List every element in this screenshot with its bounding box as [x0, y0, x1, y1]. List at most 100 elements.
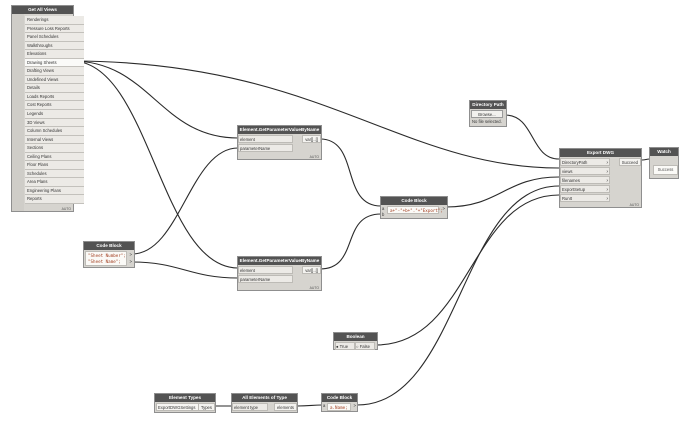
chevron-right-icon: › — [606, 160, 608, 166]
get-parameter-top-node[interactable]: Element.GetParameterValueByName element … — [237, 125, 322, 160]
output-port-1[interactable]: > — [129, 252, 132, 257]
wire-dir-to-export — [504, 114, 560, 160]
node-footer: AUTO — [309, 155, 319, 159]
view-type-item[interactable]: Area Plans — [25, 178, 84, 187]
output-port[interactable]: > — [442, 206, 445, 211]
input-b-port[interactable]: b — [382, 212, 385, 217]
boolean-node[interactable]: Boolean ● True ○ False — [333, 332, 378, 350]
output-elements[interactable]: elements — [274, 403, 297, 411]
wire-param-bottom-to-code-b — [319, 213, 382, 270]
true-radio[interactable]: ● True — [335, 342, 355, 350]
watch-value: Success — [653, 165, 678, 175]
port-label: RunIt — [562, 196, 573, 201]
radio-label: False — [359, 344, 370, 349]
view-type-item[interactable]: Undefined Views — [25, 75, 84, 85]
directory-path-node[interactable]: Directory Path Browse... No file selecte… — [469, 100, 507, 127]
view-type-item[interactable]: Column Schedules — [25, 127, 84, 136]
view-type-item[interactable]: Engineering Plans — [25, 186, 84, 196]
view-type-item[interactable]: Details — [25, 84, 84, 93]
node-title: Element.GetParameterValueByName — [238, 257, 321, 265]
wire-code-to-export-filenames — [445, 176, 560, 208]
view-type-item[interactable]: Legends — [25, 110, 84, 119]
wire-code-to-param-top — [131, 147, 239, 255]
view-type-item[interactable]: Walkthroughs — [25, 41, 84, 51]
view-type-item[interactable]: Schedules — [25, 169, 84, 179]
port-label: DirectoryPath — [562, 160, 588, 165]
browse-button[interactable]: Browse... — [471, 110, 503, 118]
radio-empty-icon: ○ — [356, 344, 359, 349]
view-type-item[interactable]: Sections — [25, 144, 84, 153]
chevron-right-icon: › — [606, 196, 608, 202]
node-left-strip — [12, 14, 24, 211]
view-type-item[interactable]: Internal Views — [25, 135, 84, 145]
output-succeed[interactable]: Succeed — [618, 158, 641, 166]
output-types[interactable]: Types — [197, 403, 215, 411]
output-port-2[interactable]: > — [129, 259, 132, 264]
view-type-item[interactable]: Pressure Loss Reports — [25, 24, 84, 34]
node-title: Watch — [650, 148, 678, 156]
view-type-item[interactable]: Reports — [25, 195, 84, 205]
input-element-type[interactable]: element type — [232, 403, 268, 411]
input-parameter-name[interactable]: parameterName — [238, 144, 293, 152]
false-radio[interactable]: ○ False — [355, 342, 375, 350]
view-type-item[interactable]: Floor Plans — [25, 161, 84, 170]
code-block-parameter-names-node[interactable]: Code Block "Sheet Number"; "Sheet Name";… — [83, 241, 135, 268]
code-block-name-node[interactable]: Code Block a a.Name; > — [321, 393, 358, 412]
chevron-right-icon: › — [606, 187, 608, 193]
input-parameter-name[interactable]: parameterName — [238, 275, 293, 283]
input-element[interactable]: element — [238, 266, 293, 274]
output-port[interactable]: > — [353, 403, 356, 408]
node-title: Boolean — [334, 333, 377, 341]
node-footer: AUTO — [61, 207, 71, 211]
view-type-item[interactable]: Drawing Sheets — [25, 58, 84, 68]
node-footer: AUTO — [309, 286, 319, 290]
node-title: Code Block — [381, 197, 447, 205]
wire-param-top-to-code-a — [319, 138, 382, 207]
node-title: Element.GetParameterValueByName — [238, 126, 321, 134]
port-label: views — [562, 169, 573, 174]
code-block-filename-node[interactable]: Code Block a b a+"-"+b+"."+"Export"; > — [380, 196, 448, 219]
view-type-item[interactable]: Renderings — [25, 16, 84, 25]
view-type-item[interactable]: Cost Reports — [25, 101, 84, 111]
output-value[interactable]: var[]..[] — [302, 135, 321, 143]
element-type-dropdown[interactable]: ExportDWGSettings — [156, 403, 200, 411]
watch-node[interactable]: Watch Success — [649, 147, 679, 179]
view-type-item[interactable]: Drafting Views — [25, 67, 84, 76]
input-a-port[interactable]: a — [323, 403, 326, 408]
all-elements-of-type-node[interactable]: All Elements of Type element type elemen… — [231, 393, 298, 413]
wire-all-to-codebottom — [296, 404, 323, 407]
node-title: All Elements of Type — [232, 394, 297, 402]
port-label: filenames — [562, 178, 580, 183]
node-title: Element Types — [155, 394, 215, 402]
wire-sheets-to-param-bottom — [71, 60, 239, 269]
view-type-item[interactable]: Panel Schedules — [25, 33, 84, 42]
code-editor[interactable]: a+"-"+b+"."+"Export"; — [387, 206, 443, 214]
output-value[interactable]: var[]..[] — [302, 266, 321, 274]
node-title: Directory Path — [470, 101, 506, 109]
input-directory-path[interactable]: DirectoryPath › — [560, 158, 610, 166]
input-filenames[interactable]: filenames› — [560, 176, 610, 184]
view-type-item[interactable]: Ceiling Plans — [25, 152, 84, 162]
input-element[interactable]: element — [238, 135, 293, 143]
input-export-setup[interactable]: ExportSetup › — [560, 185, 610, 193]
input-a-port[interactable]: a — [382, 206, 385, 211]
port-label: ExportSetup — [562, 187, 586, 192]
node-title: Get All Views — [12, 6, 73, 14]
input-run-it[interactable]: RunIt › — [560, 194, 610, 202]
input-views[interactable]: views› — [560, 167, 610, 175]
node-title: Code Block — [84, 242, 134, 250]
view-type-item[interactable]: Loads Reports — [25, 92, 84, 102]
wire-sheets-to-param-top — [71, 60, 239, 139]
code-line-2: "Sheet Name"; — [88, 259, 121, 264]
element-types-node[interactable]: Element Types ExportDWGSettings Types — [154, 393, 216, 413]
view-type-item[interactable]: 3D Views — [25, 118, 84, 128]
get-parameter-bottom-node[interactable]: Element.GetParameterValueByName element … — [237, 256, 322, 291]
node-footer: AUTO — [629, 203, 639, 207]
code-editor[interactable]: "Sheet Number"; "Sheet Name"; — [85, 251, 127, 266]
radio-selected-icon: ● — [336, 344, 339, 349]
view-type-item[interactable]: Elevations — [25, 50, 84, 59]
code-editor[interactable]: a.Name; — [327, 403, 351, 411]
export-dwg-node[interactable]: Export DWG DirectoryPath› views› filenam… — [559, 148, 642, 208]
